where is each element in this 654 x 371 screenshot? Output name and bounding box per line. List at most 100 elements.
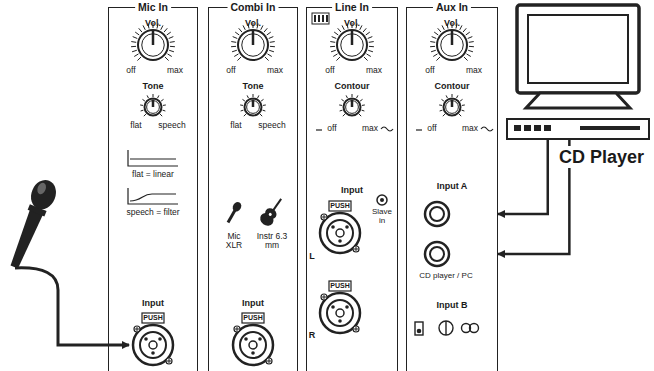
jack-hole (249, 341, 257, 349)
pin-hole (331, 225, 335, 229)
knob (231, 23, 275, 61)
panel-label: Contour (335, 82, 370, 92)
panel-label: Vol. (245, 19, 261, 29)
jack-hole (336, 309, 344, 317)
panel-heading: Line In (332, 0, 372, 14)
knob-tick (341, 99, 343, 101)
panel-label: PUSH (143, 314, 162, 322)
knob-pointer (152, 100, 155, 108)
input-b-icons (415, 321, 479, 335)
jack-inner (327, 220, 353, 246)
panel-label: Vol. (444, 19, 460, 29)
knob-tick (247, 95, 248, 98)
knob-tick (360, 99, 362, 101)
knob-tick (466, 32, 470, 35)
pin-hole (158, 337, 162, 341)
knob-tick (369, 46, 374, 47)
panel-label: Tone (243, 82, 264, 92)
cd-player-box: CD Player (506, 118, 650, 140)
mic-cable (15, 268, 129, 345)
bar-icon (312, 13, 329, 24)
jack-inner (327, 300, 353, 326)
mic-guitar-icons (225, 195, 287, 228)
panel-label: max (267, 66, 283, 75)
pin-hole (144, 337, 148, 341)
panel-label: L (309, 252, 315, 262)
knob (240, 94, 266, 116)
knob-pointer (351, 100, 354, 108)
knob-tick (368, 37, 373, 39)
knob-tick (265, 57, 269, 61)
knob-tick (169, 50, 174, 52)
knob-tick (269, 37, 274, 39)
knob-tick (161, 25, 163, 29)
knob-tick (258, 95, 259, 98)
knob-tick (431, 50, 436, 52)
panel-label: off (327, 124, 336, 133)
knob-tick (459, 114, 461, 116)
knob-tick (334, 32, 338, 35)
panel-label: Input (341, 186, 363, 196)
knob-tick (446, 95, 447, 98)
pin-hole (331, 305, 335, 309)
panel-label: Slave in (369, 208, 395, 226)
screw (321, 214, 327, 220)
panel-label: PUSH (330, 202, 349, 210)
knob-tick (239, 28, 242, 32)
panel-label: Tone (143, 82, 164, 92)
knob-tick (232, 50, 237, 52)
panel-label: Input (242, 299, 264, 309)
knob-tick (270, 46, 275, 47)
knob-tick (244, 114, 246, 116)
panel-label: off (427, 124, 436, 133)
knob-tick (141, 110, 144, 112)
knob-tick (333, 54, 337, 57)
knob-tick (139, 28, 142, 32)
panel-label: speech = filter (126, 208, 179, 217)
pin-hole (338, 319, 342, 323)
knob-tick (469, 46, 474, 47)
jack-hole (336, 229, 344, 237)
knob-tick (442, 25, 444, 29)
knob-tick (369, 41, 374, 43)
knob-tick (368, 50, 373, 52)
pin-hole (338, 239, 342, 243)
screw-cross (235, 327, 239, 331)
knob-tick (133, 37, 138, 39)
knob-tick (460, 99, 462, 101)
knob-tick (336, 57, 340, 61)
panel-label: PUSH (243, 314, 262, 322)
knob-tick (261, 25, 263, 29)
screw (266, 358, 272, 364)
knob-tick (330, 46, 335, 47)
cable-connector (498, 140, 548, 214)
jack-inner (140, 332, 166, 358)
slave-jack (377, 195, 387, 205)
screw (353, 246, 359, 252)
knob-tick (466, 54, 470, 57)
screw-cross (135, 327, 139, 331)
knob-tick (163, 104, 166, 105)
screw-cross (322, 215, 326, 219)
knob (439, 94, 465, 116)
knob-body (238, 30, 268, 60)
knob-body (138, 30, 168, 60)
screw-cross (354, 327, 358, 331)
panel-label: off (226, 66, 235, 75)
knob-tick (167, 54, 171, 57)
knob-pointer (252, 100, 255, 108)
panel-heading: Mic In (135, 0, 171, 14)
pin-hole (244, 337, 248, 341)
screw (321, 294, 327, 300)
knob-tick (443, 114, 445, 116)
panel-label: off (325, 66, 334, 75)
knob-tick (438, 28, 441, 32)
knob (140, 94, 166, 116)
knob-tick (243, 25, 245, 29)
knob-tick (359, 114, 361, 116)
knob-tick (468, 50, 473, 52)
jack-outer (233, 325, 273, 365)
knob-tick (263, 110, 266, 112)
knob-tick (253, 94, 254, 97)
knob-tick (143, 25, 145, 29)
